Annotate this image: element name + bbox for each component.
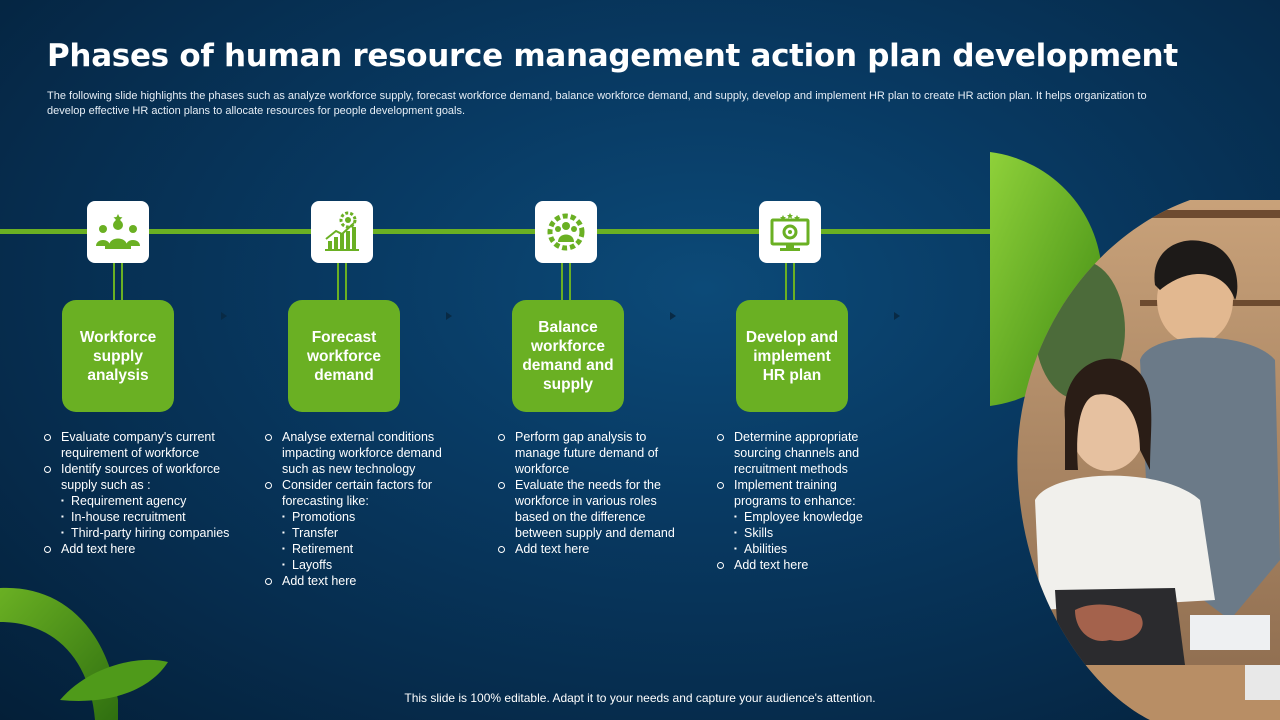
list-item: Identify sources of workforce supply suc… xyxy=(43,461,233,541)
footer-note: This slide is 100% editable. Adapt it to… xyxy=(404,691,876,705)
sub-list-item: In-house recruitment xyxy=(61,509,233,525)
phase-3-label: Balance workforce demand and supply xyxy=(512,300,624,412)
phase-2-details: Analyse external conditions impacting wo… xyxy=(264,429,459,589)
phase-4-label: Develop and implement HR plan xyxy=(736,300,848,412)
list-item: Add text here xyxy=(43,541,233,557)
arrow-2-icon xyxy=(446,312,452,320)
sub-list-item: Promotions xyxy=(282,509,459,525)
bottom-left-arc-shape xyxy=(0,587,118,720)
list-item: Implement training programs to enhance: … xyxy=(716,477,886,557)
list-item: Add text here xyxy=(497,541,682,557)
phase-1-connector xyxy=(113,263,123,301)
sub-list-item: Employee knowledge xyxy=(734,509,886,525)
list-item: Add text here xyxy=(264,573,459,589)
list-item: Evaluate the needs for the workforce in … xyxy=(497,477,682,541)
monitor-plan-icon xyxy=(770,213,810,251)
phase-2-icon-box xyxy=(311,201,373,263)
phase-4-connector xyxy=(785,263,795,301)
phase-1-label: Workforce supply analysis xyxy=(62,300,174,412)
phase-2-connector xyxy=(337,263,347,301)
sub-list-item: Retirement xyxy=(282,541,459,557)
sub-list-item: Abilities xyxy=(734,541,886,557)
page-subtitle: The following slide highlights the phase… xyxy=(47,90,1147,117)
phase-3-icon-box xyxy=(535,201,597,263)
list-item: Perform gap analysis to manage future de… xyxy=(497,429,682,477)
team-icon xyxy=(96,214,140,249)
timeline-line xyxy=(0,229,990,234)
arrow-1-icon xyxy=(221,312,227,320)
phase-4-details: Determine appropriate sourcing channels … xyxy=(716,429,886,573)
list-item: Analyse external conditions impacting wo… xyxy=(264,429,459,477)
sub-list-item: Skills xyxy=(734,525,886,541)
phase-3-connector xyxy=(561,263,571,301)
list-item: Add text here xyxy=(716,557,886,573)
people-gear-icon xyxy=(547,213,585,251)
list-item: Consider certain factors for forecasting… xyxy=(264,477,459,573)
list-item: Determine appropriate sourcing channels … xyxy=(716,429,886,477)
phase-4-icon-box xyxy=(759,201,821,263)
growth-chart-icon xyxy=(325,211,359,251)
sub-list-item: Transfer xyxy=(282,525,459,541)
phase-3-details: Perform gap analysis to manage future de… xyxy=(497,429,682,557)
arrow-4-icon xyxy=(894,312,900,320)
bottom-left-leaf-shape xyxy=(60,659,168,701)
sub-list-item: Layoffs xyxy=(282,557,459,573)
sub-list-item: Requirement agency xyxy=(61,493,233,509)
phase-1-icon-box xyxy=(87,201,149,263)
phase-1-details: Evaluate company's current requirement o… xyxy=(43,429,233,557)
arrow-3-icon xyxy=(670,312,676,320)
page-title: Phases of human resource management acti… xyxy=(47,38,1178,74)
sub-list-item: Third-party hiring companies xyxy=(61,525,233,541)
list-item: Evaluate company's current requirement o… xyxy=(43,429,233,461)
phase-2-label: Forecast workforce demand xyxy=(288,300,400,412)
